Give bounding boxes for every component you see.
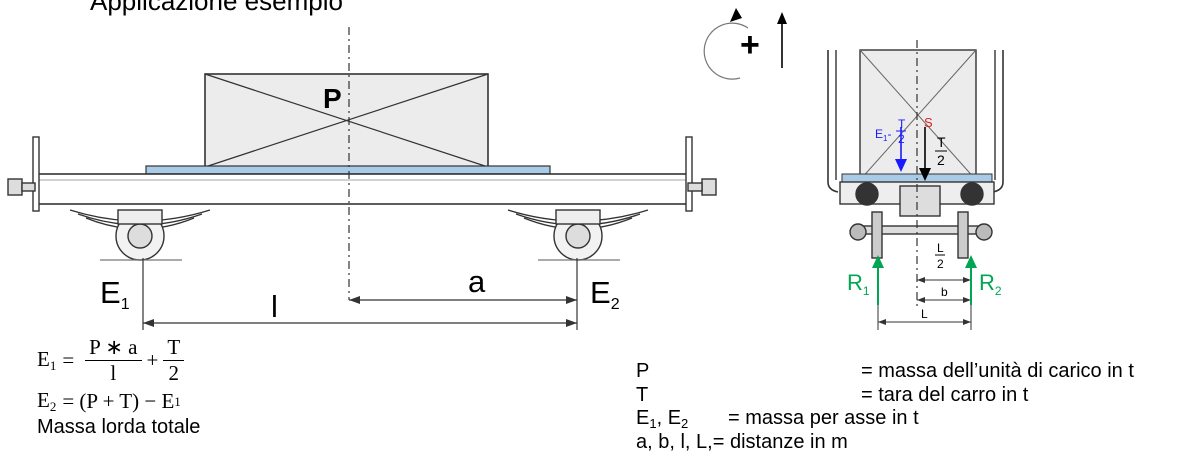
end-view-wagon [827,40,1004,330]
side-view-wagon [7,27,717,330]
e1-minus-t-half: E1- [875,127,891,143]
e2-label: E2 [590,275,620,313]
load-platform [145,165,551,175]
L-label: L [921,307,928,321]
right-axle [507,209,649,261]
l-half-num: L [937,241,944,255]
e1-label: E1 [100,275,130,313]
left-axle [69,209,211,261]
force-arrows [872,127,977,305]
centroid-s: S [924,115,933,130]
t-half-den-blue: 2 [898,132,905,146]
t-half-den: 2 [937,152,945,168]
r2-label: R2 [979,270,1002,298]
wagon-frame [34,173,689,205]
t-half-num-blue: T [898,117,906,131]
l-label: l [271,289,278,324]
t-half-num: T [937,134,946,150]
plus-sign: + [740,26,760,64]
load-label-p: P [323,83,342,114]
total-mass-label: Massa lorda totale [37,416,201,438]
sign-convention: + [703,8,787,80]
a-label: a [468,264,486,299]
page-title: Applicazione esempio [90,0,343,16]
b-label: b [941,285,948,299]
l-half-den: 2 [937,257,944,271]
r1-label: R1 [847,270,870,298]
e1-eq: = [62,347,75,372]
e1-plus: + [146,347,159,372]
e1-lhs: E1 [37,346,57,373]
